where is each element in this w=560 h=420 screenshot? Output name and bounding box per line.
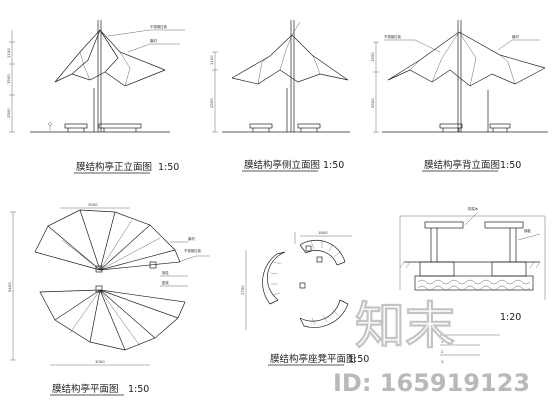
caption-front-elevation: 膜结构亭正立面图 1:50 <box>74 161 179 174</box>
caption-side-elevation: 膜结构亭侧立面图 1:50 <box>242 159 344 172</box>
svg-text:防腐木: 防腐木 <box>468 206 479 211</box>
svg-text:钢柱: 钢柱 <box>162 270 169 275</box>
side-elevation-drawing: 1100 2500 <box>209 20 350 133</box>
svg-text:膜材: 膜材 <box>150 38 157 43</box>
svg-text:1800: 1800 <box>318 230 328 235</box>
bench-plan-drawing: 2700 1800 <box>240 230 352 330</box>
svg-text:1:20: 1:20 <box>500 312 521 323</box>
svg-text:2500: 2500 <box>209 98 214 108</box>
svg-text:ID: 165919123: ID: 165919123 <box>333 369 530 397</box>
svg-text:1:50: 1:50 <box>323 160 344 171</box>
svg-text:1500: 1500 <box>6 74 11 84</box>
svg-text:1:50: 1:50 <box>128 384 149 395</box>
svg-text:不锈钢拉索: 不锈钢拉索 <box>150 24 168 29</box>
svg-text:1500: 1500 <box>370 52 375 62</box>
svg-text:座凳: 座凳 <box>162 280 169 285</box>
svg-text:膜结构亭背立面图: 膜结构亭背立面图 <box>424 159 500 171</box>
plan-drawing: 5400 3000 膜材 不锈钢拉索 钢柱 座凳 <box>7 202 210 366</box>
svg-text:3000: 3000 <box>95 359 105 364</box>
caption-detail-scale: 1:20 <box>500 312 521 323</box>
back-elevation-drawing: 1500 2500 不锈钢拉索 膜材 <box>370 20 548 133</box>
caption-plan: 膜结构亭平面图 1:50 <box>50 383 149 396</box>
svg-text:1:50: 1:50 <box>348 354 369 365</box>
caption-back-elevation: 膜结构亭背立面图 1:50 <box>422 159 521 172</box>
svg-text:1100: 1100 <box>6 48 11 58</box>
svg-text:2500: 2500 <box>6 108 11 118</box>
svg-text:1.: 1. <box>441 340 444 344</box>
svg-text:3000: 3000 <box>88 202 98 207</box>
svg-text:膜材: 膜材 <box>188 236 195 241</box>
svg-text:1:50: 1:50 <box>500 160 521 171</box>
svg-text:膜结构亭正立面图: 膜结构亭正立面图 <box>76 161 152 173</box>
svg-text:膜结构亭座凳平面图: 膜结构亭座凳平面图 <box>270 353 356 365</box>
svg-text:不锈钢拉索: 不锈钢拉索 <box>384 34 402 39</box>
caption-bench-plan: 膜结构亭座凳平面图 1:50 <box>268 353 369 366</box>
detail-section-drawing: 防腐木 钢板 1. 2. 3. <box>399 206 546 364</box>
svg-text:膜材: 膜材 <box>512 34 519 39</box>
svg-text:1100: 1100 <box>209 55 214 65</box>
svg-text:1:50: 1:50 <box>158 162 179 173</box>
svg-text:2700: 2700 <box>240 285 245 295</box>
svg-text:膜结构亭平面图: 膜结构亭平面图 <box>52 383 119 395</box>
svg-text:不锈钢拉索: 不锈钢拉索 <box>184 248 202 253</box>
svg-text:3.: 3. <box>441 360 444 364</box>
svg-text:2500: 2500 <box>370 98 375 108</box>
svg-text:钢板: 钢板 <box>524 228 531 233</box>
svg-text:知末: 知末 <box>355 297 455 355</box>
watermark-id: ID: 165919123 <box>333 369 530 397</box>
watermark-logo: 知末 <box>354 296 456 356</box>
svg-text:2.: 2. <box>441 350 444 354</box>
svg-text:5400: 5400 <box>7 282 12 292</box>
svg-text:膜结构亭侧立面图: 膜结构亭侧立面图 <box>244 159 320 171</box>
front-elevation-drawing: 1100 1500 2500 不锈钢拉索 膜材 <box>6 20 185 133</box>
